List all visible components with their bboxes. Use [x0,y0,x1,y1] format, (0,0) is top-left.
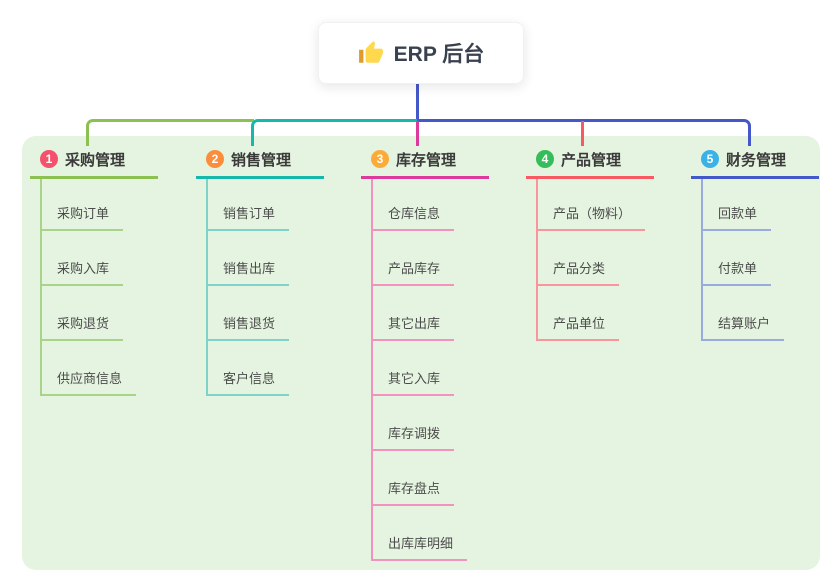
branch-inventory: 3 库存管理 仓库信息产品库存其它出库其它入库库存调拨库存盘点出库库明细 [361,148,511,561]
branch-child-connector [371,179,373,561]
branch-label: 销售管理 [231,151,292,169]
branch-badge: 5 [701,150,719,168]
mindmap-child-node[interactable]: 仓库信息 [371,205,455,231]
mindmap-child-node[interactable]: 客户信息 [206,370,290,396]
connector-branch-2 [251,119,417,146]
mindmap-child-node[interactable]: 出库库明细 [371,535,468,561]
connector-branch-1 [86,119,254,146]
mindmap-child-node[interactable]: 库存盘点 [371,480,455,506]
mindmap-child-node[interactable]: 销售退货 [206,315,290,341]
mindmap-child-node[interactable]: 回款单 [701,205,772,231]
branch-product: 4 产品管理 产品（物料） 产品分类产品单位 [526,148,676,341]
connector-branch-4 [581,121,584,146]
mindmap-child-node[interactable]: 产品分类 [536,260,620,286]
mindmap-child-node[interactable]: 库存调拨 [371,425,455,451]
panel-background [22,136,820,570]
mindmap-child-node[interactable]: 产品（物料） [536,205,646,231]
branch-child-connector [40,179,42,396]
root-node[interactable]: ERP 后台 [318,22,524,84]
branch-node-head[interactable]: 2 销售管理 [196,148,324,179]
mindmap-child-node[interactable]: 采购入库 [40,260,124,286]
branch-badge: 4 [536,150,554,168]
branch-child-connector [206,179,208,396]
connector-branch-5 [417,119,751,146]
branch-purchase: 1 采购管理 采购订单采购入库采购退货供应商信息 [30,148,180,396]
branch-child-connector [536,179,538,341]
mindmap-child-node[interactable]: 产品库存 [371,260,455,286]
mindmap-child-node[interactable]: 产品单位 [536,315,620,341]
mindmap-child-node[interactable]: 付款单 [701,260,772,286]
mindmap-child-node[interactable]: 供应商信息 [40,370,137,396]
branch-node-head[interactable]: 4 产品管理 [526,148,654,179]
branch-sales: 2 销售管理 销售订单销售出库销售退货客户信息 [196,148,346,396]
branch-badge: 2 [206,150,224,168]
branch-badge: 3 [371,150,389,168]
branch-node-head[interactable]: 1 采购管理 [30,148,158,179]
branch-node-head[interactable]: 5 财务管理 [691,148,819,179]
branch-label: 库存管理 [396,151,457,169]
branch-badge: 1 [40,150,58,168]
branch-child-connector [701,179,703,341]
mindmap-child-node[interactable]: 结算账户 [701,315,785,341]
branch-label: 产品管理 [561,151,622,169]
branch-label: 采购管理 [65,151,126,169]
connector-root-line [416,82,419,120]
mindmap-child-node[interactable]: 其它出库 [371,315,455,341]
branch-node-head[interactable]: 3 库存管理 [361,148,489,179]
thumbs-up-icon [358,40,384,66]
mindmap-child-node[interactable]: 其它入库 [371,370,455,396]
mindmap-child-node[interactable]: 销售订单 [206,205,290,231]
branch-finance: 5 财务管理 回款单付款单结算账户 [691,148,839,341]
mindmap-child-node[interactable]: 采购退货 [40,315,124,341]
connector-branch-3 [416,121,419,146]
branch-label: 财务管理 [726,151,787,169]
mindmap-child-node[interactable]: 销售出库 [206,260,290,286]
root-node-title: ERP 后台 [393,43,485,66]
mindmap-child-node[interactable]: 采购订单 [40,205,124,231]
